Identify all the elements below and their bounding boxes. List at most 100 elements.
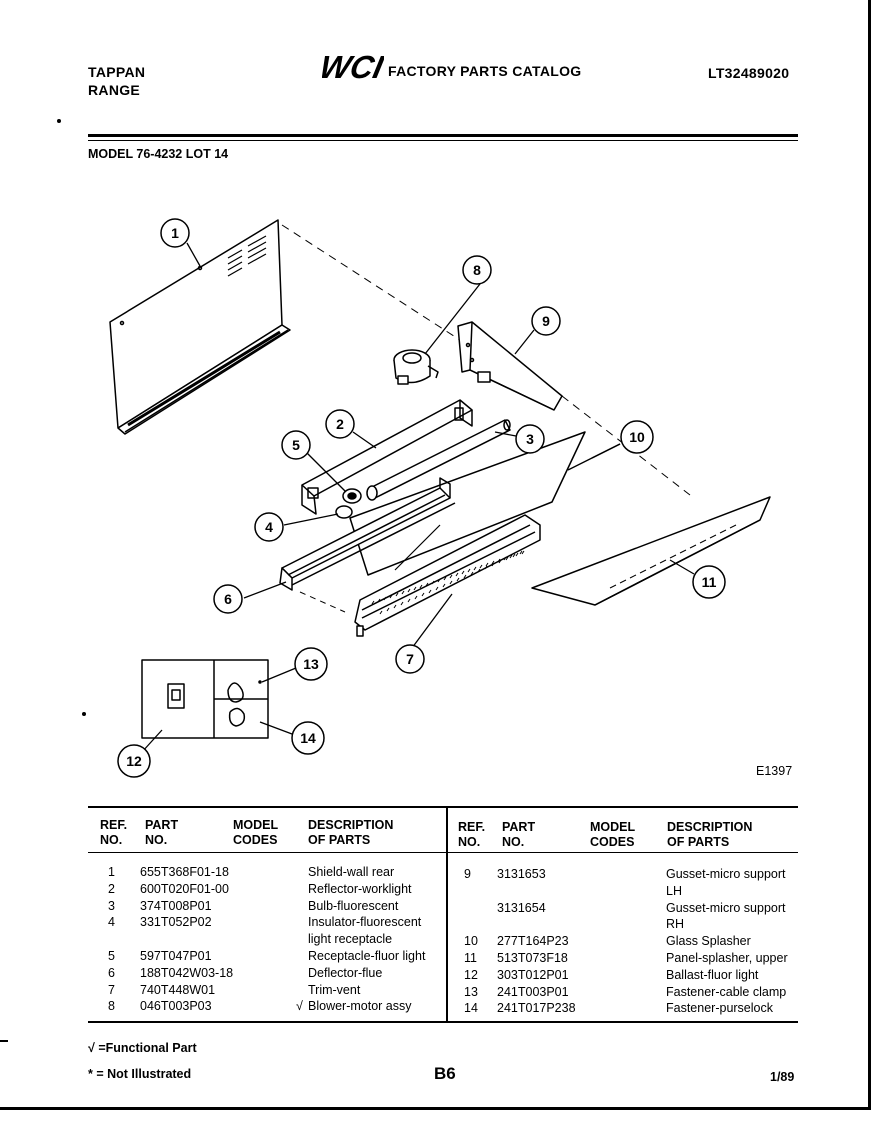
table-cell: Insulator-fluorescent bbox=[308, 915, 422, 930]
page-number: B6 bbox=[434, 1064, 456, 1083]
left-ref-column: 1 2 3 4 5 6 7 8 bbox=[108, 864, 115, 1015]
glass-splasher-drawing bbox=[349, 431, 586, 576]
table-cell: 14 bbox=[464, 1001, 478, 1016]
table-cell: 374T008P01 bbox=[140, 898, 212, 913]
callout-circles bbox=[117, 218, 726, 778]
callout-8: 8 bbox=[473, 262, 481, 278]
right-ref-column: 9 10 11 12 13 14 bbox=[464, 866, 478, 1017]
callout-circle-1 bbox=[160, 218, 190, 248]
left-header-ref: REF.NO. bbox=[100, 818, 128, 847]
callout-circle-4 bbox=[254, 512, 284, 542]
table-cell bbox=[296, 864, 303, 881]
table-cell: 597T047P01 bbox=[140, 948, 212, 963]
table-cell: light receptacle bbox=[308, 932, 393, 947]
callout-6: 6 bbox=[224, 591, 232, 607]
wci-logo: WCI bbox=[317, 49, 388, 85]
callout-9: 9 bbox=[542, 313, 550, 329]
reflector-drawing bbox=[301, 399, 473, 515]
table-cell bbox=[140, 931, 233, 948]
table-header-rule bbox=[88, 852, 798, 853]
trim-vent-drawing bbox=[354, 514, 541, 637]
callout-circle-2 bbox=[325, 409, 355, 439]
scan-bottom-border bbox=[0, 1107, 870, 1110]
callout-circle-8 bbox=[462, 255, 492, 285]
table-cell bbox=[296, 931, 303, 948]
callout-circle-11 bbox=[692, 565, 726, 599]
scan-left-tick bbox=[0, 1040, 8, 1042]
table-cell bbox=[108, 931, 115, 948]
callout-10: 10 bbox=[629, 429, 645, 445]
table-cell: 241T003P01 bbox=[497, 984, 569, 999]
table-cell: 3 bbox=[108, 898, 115, 913]
gusset-drawing bbox=[457, 321, 691, 496]
bulb-drawing bbox=[366, 419, 511, 501]
brand-line-2: RANGE bbox=[88, 82, 141, 98]
callout-circle-12 bbox=[117, 744, 151, 778]
table-cell: 4 bbox=[108, 915, 115, 930]
callout-circle-14 bbox=[291, 721, 325, 755]
table-cell: 2 bbox=[108, 881, 115, 896]
table-column-divider bbox=[446, 806, 448, 1021]
table-cell: 3131654 bbox=[497, 900, 546, 915]
table-cell: 10 bbox=[464, 934, 478, 949]
dot-mark bbox=[57, 119, 61, 123]
catalog-date: 1/89 bbox=[770, 1070, 795, 1084]
table-top-rule bbox=[88, 806, 798, 808]
table-cell: Gusset-micro support bbox=[666, 900, 786, 915]
callout-14: 14 bbox=[300, 730, 316, 746]
model-line: MODEL 76-4232 LOT 14 bbox=[88, 147, 229, 161]
callout-13: 13 bbox=[303, 656, 319, 672]
table-cell: 7 bbox=[108, 982, 115, 997]
receptacle-drawing bbox=[335, 488, 362, 519]
table-cell: 12 bbox=[464, 967, 478, 982]
callout-7: 7 bbox=[406, 651, 414, 667]
table-cell: LH bbox=[666, 883, 682, 898]
callout-circle-6 bbox=[213, 584, 243, 614]
table-cell: 513T073F18 bbox=[497, 950, 568, 965]
callout-3: 3 bbox=[526, 431, 534, 447]
table-cell: Trim-vent bbox=[308, 982, 361, 997]
table-cell: RH bbox=[666, 917, 685, 932]
table-cell: Reflector-worklight bbox=[308, 881, 412, 896]
catalog-number: LT32489020 bbox=[708, 65, 790, 81]
table-cell: 046T003P03 bbox=[140, 999, 212, 1014]
scan-right-border bbox=[868, 0, 871, 1110]
callout-circle-10 bbox=[620, 420, 654, 454]
callout-2: 2 bbox=[336, 416, 344, 432]
table-cell bbox=[296, 881, 303, 898]
table-cell: Gusset-micro support bbox=[666, 867, 786, 881]
header-rule-thick bbox=[88, 134, 798, 137]
table-bottom-rule bbox=[88, 1021, 798, 1023]
leader-lines bbox=[141, 242, 695, 753]
callout-circle-9 bbox=[531, 306, 561, 336]
panel-splasher-drawing bbox=[531, 496, 771, 606]
header-rule-thin bbox=[88, 140, 798, 141]
table-cell: 5 bbox=[108, 948, 115, 963]
callout-1: 1 bbox=[171, 225, 179, 241]
deflector-flue-drawing bbox=[279, 477, 456, 613]
left-desc-column: Shield-wall rear Reflector-worklight Bul… bbox=[308, 864, 425, 1015]
table-cell: 277T164P23 bbox=[497, 934, 569, 949]
callout-5: 5 bbox=[292, 437, 300, 453]
table-cell: 6 bbox=[108, 965, 115, 980]
table-cell: 303T012P01 bbox=[497, 967, 569, 982]
right-desc-column: Gusset-micro support LH Gusset-micro sup… bbox=[666, 866, 788, 1017]
table-cell: Receptacle-fluor light bbox=[308, 948, 426, 963]
table-cell bbox=[296, 965, 303, 982]
exploded-parts-diagram: 1 2 3 4 5 6 7 8 9 10 11 12 13 14 bbox=[109, 218, 771, 778]
table-cell: Blower-motor assy bbox=[308, 999, 412, 1014]
wci-logo-text: WCI bbox=[322, 50, 384, 82]
table-cell: 1 bbox=[108, 865, 115, 879]
functional-part-note: √ =Functional Part bbox=[88, 1041, 197, 1055]
table-cell bbox=[296, 982, 303, 999]
callout-circle-13 bbox=[294, 647, 328, 681]
callout-4: 4 bbox=[265, 519, 273, 535]
callout-circle-7 bbox=[395, 644, 425, 674]
callout-circle-5 bbox=[281, 430, 311, 460]
table-cell: Deflector-flue bbox=[308, 965, 383, 980]
table-cell: Panel-splasher, upper bbox=[666, 950, 788, 965]
not-illustrated-note: * = Not Illustrated bbox=[88, 1067, 192, 1081]
